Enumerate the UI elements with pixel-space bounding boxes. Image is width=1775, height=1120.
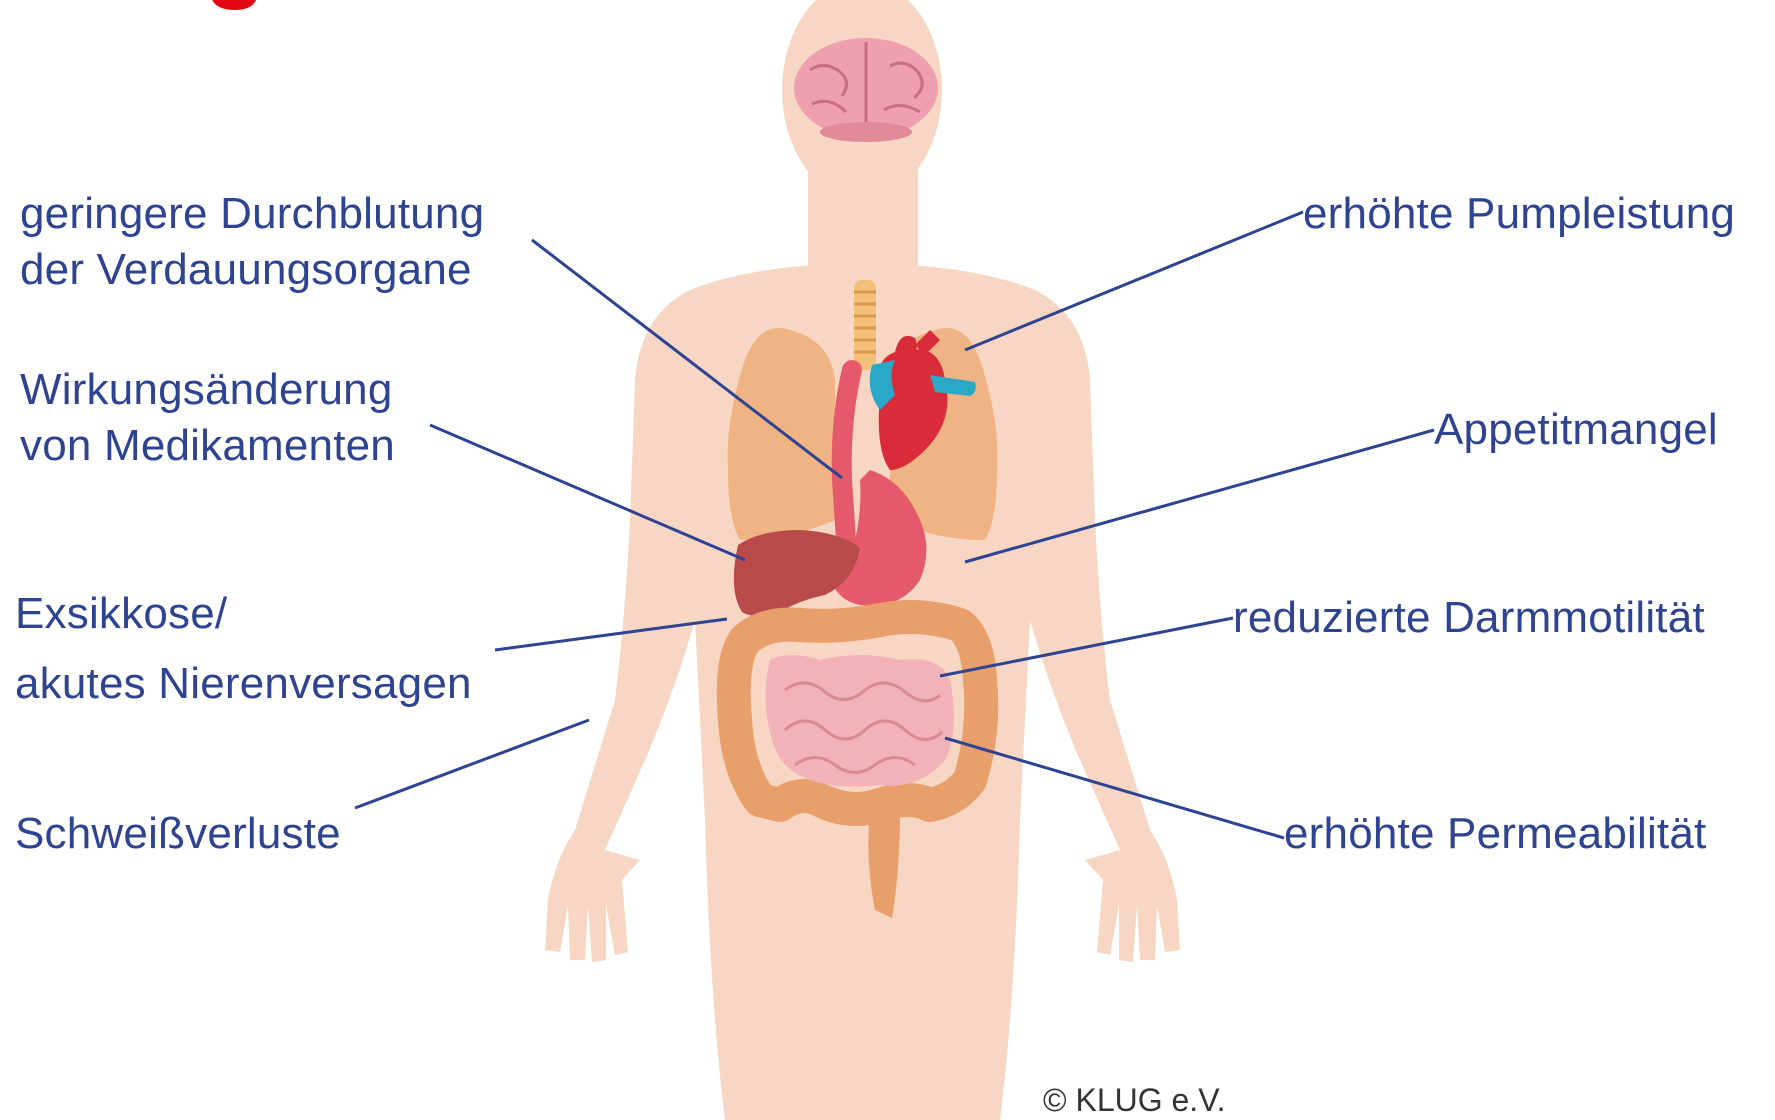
trachea-icon — [854, 280, 876, 370]
label-darmmotilitaet: reduzierte Darmmotilität — [1233, 590, 1705, 646]
copyright-notice: © KLUG e.V. — [1043, 1080, 1225, 1120]
label-permeabilitaet: erhöhte Permeabilität — [1284, 806, 1706, 862]
label-pumpleistung: erhöhte Pumpleistung — [1303, 186, 1735, 242]
label-medikamente: Wirkungsänderung von Medikamenten — [20, 362, 395, 474]
label-schweissverluste: Schweißverluste — [15, 806, 341, 862]
label-appetitmangel: Appetitmangel — [1434, 402, 1718, 458]
leader-line-schweiss — [355, 720, 589, 808]
small-intestine-icon — [765, 655, 954, 787]
esophagus-icon — [842, 370, 852, 540]
label-durchblutung: geringere Durchblutung der Verdauungsorg… — [20, 186, 484, 298]
leader-line-exsikkose — [495, 619, 727, 650]
leader-line-pumpleistung — [965, 212, 1303, 350]
label-exsikkose: Exsikkose/ akutes Nierenversagen — [15, 586, 472, 712]
